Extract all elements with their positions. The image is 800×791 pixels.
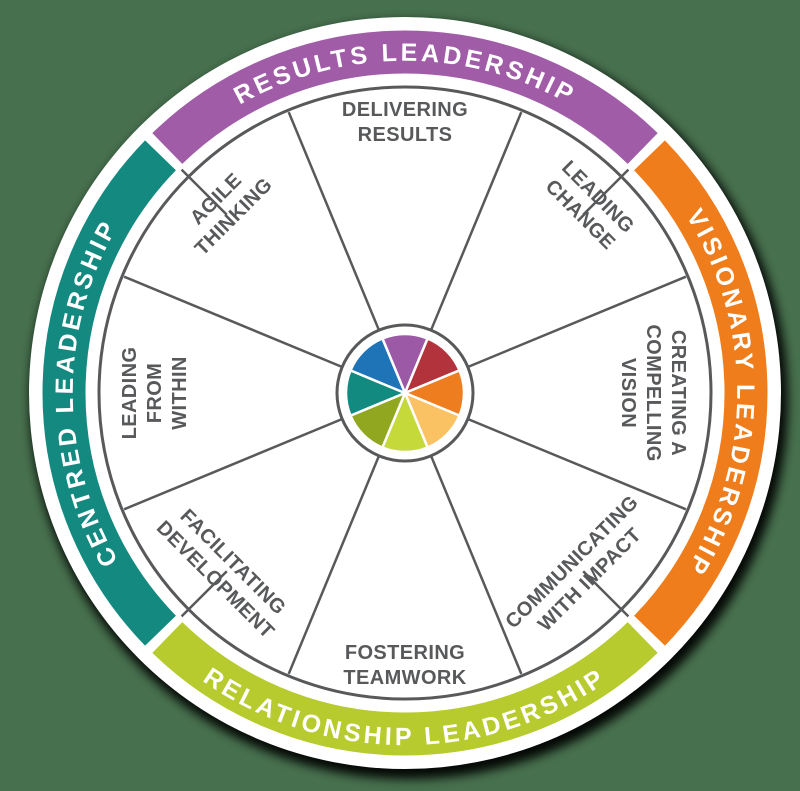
spoke-ne1	[430, 111, 523, 330]
spoke-sw1	[287, 456, 380, 675]
divider-nw	[180, 168, 228, 216]
segment-label-line: RESULTS	[358, 124, 453, 146]
segment-label-line: WITHIN	[169, 356, 191, 430]
ring-arc-visionary	[634, 140, 768, 646]
divider-sw	[180, 570, 228, 618]
segment-label-line: CREATING A	[667, 330, 689, 456]
spoke-ne2	[468, 275, 687, 368]
ring-arc-results	[152, 30, 658, 164]
ring-arc-centred	[42, 140, 176, 646]
segment-label-line: LEADING	[119, 347, 141, 440]
segment-label-delivering-results: DELIVERING RESULTS	[342, 99, 468, 146]
pie-slice-agile-thinking	[349, 337, 407, 395]
segment-spokes	[123, 111, 687, 675]
outer-ring	[42, 30, 768, 756]
spoke-nw2	[287, 111, 380, 330]
spoke-nw1	[123, 275, 342, 368]
spoke-se2	[430, 456, 523, 675]
spoke-se1	[468, 418, 687, 511]
segment-label-line: TEAMWORK	[343, 667, 466, 689]
segment-label-line: FROM	[144, 363, 166, 423]
segment-label-line: COMPELLING	[642, 324, 664, 461]
segment-label-fostering-teamwork: FOSTERING TEAMWORK	[343, 642, 466, 689]
spoke-sw2	[123, 418, 342, 511]
divider-se	[582, 570, 630, 618]
segment-label-line: DELIVERING	[342, 99, 468, 121]
segment-label-leading-from-within: LEADING FROM WITHIN	[119, 347, 191, 440]
divider-ne	[582, 168, 630, 216]
center-pie	[344, 332, 466, 454]
segment-label-line: VISION	[617, 358, 639, 428]
quadrant-divider-stubs	[180, 168, 630, 618]
ring-arc-relationship	[152, 622, 658, 756]
segment-label-line: FOSTERING	[345, 642, 465, 664]
segment-label-creating-a-compelling-vision: CREATING A COMPELLING VISION	[617, 324, 689, 461]
